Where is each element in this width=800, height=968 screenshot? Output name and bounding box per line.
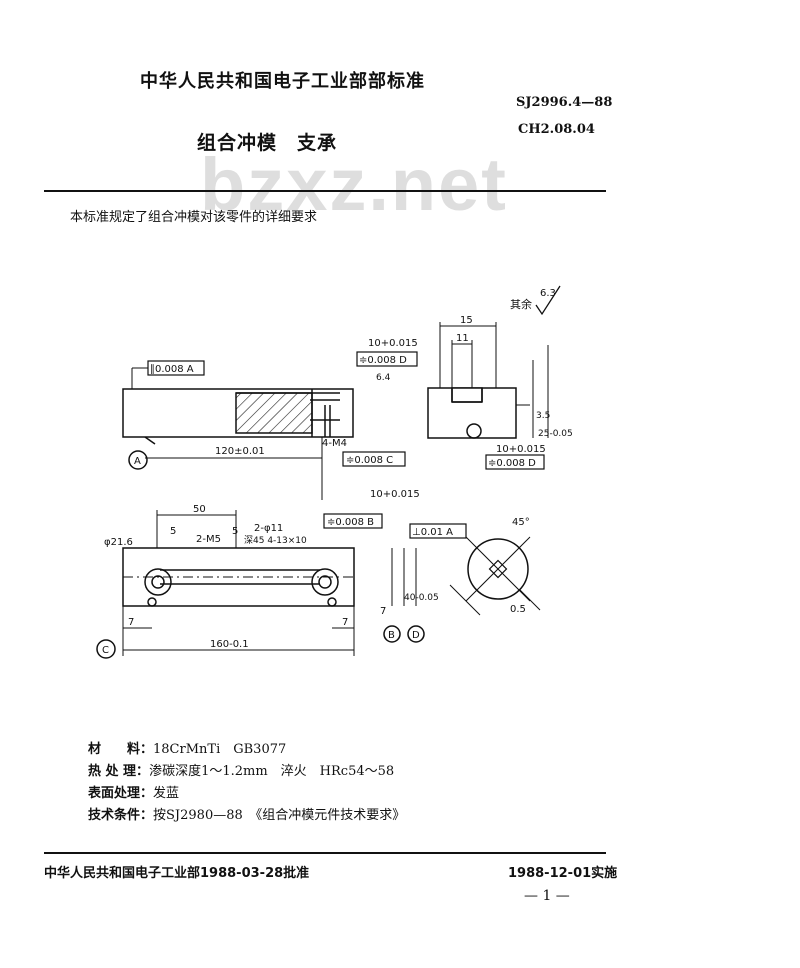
spec-material-label: 材 料： <box>88 742 154 757</box>
dim-3-5: 3.5 <box>536 411 550 421</box>
dim-25: 25-0.05 <box>538 429 573 439</box>
watermark: bzxz.net <box>200 143 508 226</box>
spec-surface-value: 发蓝 <box>153 786 180 801</box>
label-b: B <box>388 630 395 641</box>
tol-sym-c: ≑0.008 C <box>346 455 393 466</box>
spec-technical: 技术条件：按SJ2980—88 《组合冲模元件技术要求》 <box>88 804 405 823</box>
tol-box-sym-d-top <box>356 351 418 367</box>
tol-sym-d-top: ≑0.008 D <box>359 355 407 366</box>
label-d: D <box>412 630 420 641</box>
tol-flatness-a: ∥0.008 A <box>150 364 194 375</box>
label-a: A <box>134 456 141 467</box>
tol-box-sym-b <box>323 513 383 529</box>
detail-circle-view <box>467 538 529 600</box>
hatched-section <box>235 392 313 434</box>
effective-date: 1988-12-01实施 <box>508 866 618 881</box>
hole-note: 深45 4-13×10 <box>244 535 307 546</box>
dim-7c: 7 <box>380 606 386 617</box>
dim-10-top: 10+0.015 <box>368 338 418 349</box>
dim-120: 120±0.01 <box>215 446 265 457</box>
org-standard-title: 中华人民共和国电子工业部部标准 <box>140 71 425 92</box>
tol-box-perp-a <box>409 523 467 539</box>
dim-10-bottom: 10+0.015 <box>370 489 420 500</box>
spec-technical-label: 技术条件： <box>88 808 154 823</box>
spec-heat-value: 渗碳深度1～1.2mm 淬火 HRc54～58 <box>149 764 395 779</box>
spec-material-value: 18CrMnTi GB3077 <box>153 742 287 757</box>
standard-code-2: CH2.08.04 <box>518 122 595 137</box>
dim-50: 50 <box>193 504 206 515</box>
tol-sym-d-bottom: ≑0.008 D <box>488 458 536 469</box>
tol-box-sym-c <box>342 451 406 467</box>
spec-material: 材 料：18CrMnTi GB3077 <box>88 738 286 757</box>
roughness-label: 其余 <box>510 297 532 311</box>
angle-dim: 45° <box>512 517 530 528</box>
tol-box-sym-d-bottom <box>485 454 545 470</box>
spec-heat-treatment: 热 处 理：渗碳深度1～1.2mm 淬火 HRc54～58 <box>88 760 394 779</box>
datum-c-marker <box>96 639 116 659</box>
dim-7b: 7 <box>342 617 348 628</box>
r64-label: 6.4 <box>376 373 391 383</box>
tol-sym-b: ≑0.008 B <box>327 517 374 528</box>
dim-40: 40-0.05 <box>404 593 439 603</box>
dim-160: 160-0.1 <box>210 639 249 650</box>
thread-4m: 4-M4 <box>322 438 347 449</box>
dim-7a: 7 <box>128 617 134 628</box>
hole-2: 2-φ11 <box>254 523 283 534</box>
dim-11: 11 <box>456 333 469 344</box>
hole-right <box>311 568 339 596</box>
dim-10-mid: 10+0.015 <box>496 444 546 455</box>
spec-heat-label: 热 处 理： <box>88 764 150 779</box>
hole-left <box>144 568 172 596</box>
datum-b-marker <box>383 625 401 643</box>
roughness-value: 6.3 <box>540 288 556 299</box>
label-c: C <box>102 645 109 656</box>
page-number: — 1 — <box>524 888 570 904</box>
thread-2m: 2-M5 <box>196 534 221 545</box>
side-view-marker <box>466 423 482 439</box>
intro-text: 本标准规定了组合冲模对该零件的详细要求 <box>70 210 318 225</box>
bottom-rule <box>44 852 606 854</box>
datum-d-marker <box>407 625 425 643</box>
top-rule <box>44 190 606 192</box>
document-title: 组合冲模 支承 <box>197 132 338 154</box>
spec-surface-label: 表面处理： <box>88 786 154 801</box>
phi-dim: φ21.6 <box>104 537 133 548</box>
dim-15: 15 <box>460 315 473 326</box>
tol-perp-a: ⊥0.01 A <box>412 527 453 538</box>
angle-b-dim: 0.5 <box>510 604 526 615</box>
technical-drawing: 其余 6.3 ∥0.008 A ≑0.008 D ≑0.008 C ≑0.008… <box>96 285 573 659</box>
approval-date: 中华人民共和国电子工业部1988-03-28批准 <box>44 866 310 881</box>
dim-5b: 5 <box>232 526 238 537</box>
dim-5a: 5 <box>170 526 176 537</box>
spec-technical-value: 按SJ2980—88 《组合冲模元件技术要求》 <box>153 808 406 823</box>
standard-code-1: SJ2996.4—88 <box>516 95 613 110</box>
datum-a-marker <box>128 450 148 470</box>
spec-surface: 表面处理：发蓝 <box>88 782 179 801</box>
front-view-body <box>122 388 354 438</box>
